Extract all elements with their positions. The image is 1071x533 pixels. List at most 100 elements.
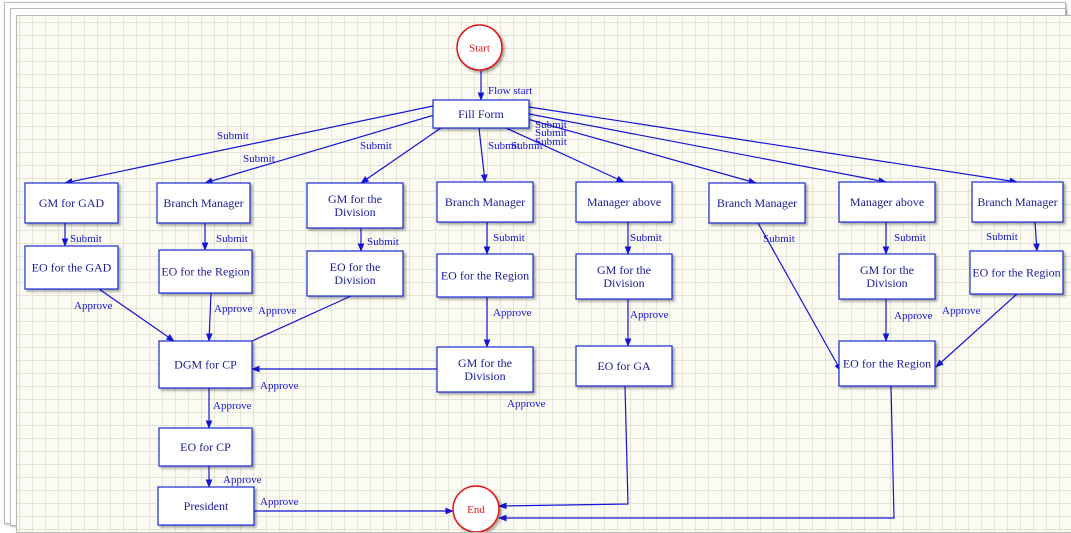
node-circle <box>452 485 500 532</box>
edge-label-submit: Submit <box>630 232 662 244</box>
node-box <box>575 181 673 223</box>
node-label: Fill Form <box>458 107 504 121</box>
node-box <box>971 181 1064 223</box>
node-start[interactable]: Start <box>456 24 503 71</box>
flow-connector[interactable] <box>478 127 488 183</box>
node-box <box>708 182 806 224</box>
edge-label-approve: Approve <box>74 300 113 312</box>
node-label: Manager above <box>850 195 924 209</box>
flow-connector[interactable] <box>935 293 1018 368</box>
node-eo-region-3[interactable]: EO for the Region <box>838 340 936 387</box>
node-label: EO for GA <box>597 359 651 373</box>
node-label: Branch Manager <box>445 195 525 209</box>
flow-connector[interactable] <box>204 112 442 185</box>
edge-label-submit: Submit <box>243 153 275 165</box>
node-label: EO for the GAD <box>32 261 112 275</box>
node-gm-gad[interactable]: GM for GAD <box>24 182 119 224</box>
edge-label-approve: Approve <box>493 307 532 319</box>
node-fill-form[interactable]: Fill Form <box>432 99 530 129</box>
node-end[interactable]: End <box>452 485 500 532</box>
node-box <box>158 427 253 467</box>
edge-label-approve: Approve <box>214 303 253 315</box>
node-eo-region-1[interactable]: EO for the Region <box>158 249 253 294</box>
node-box <box>24 245 119 290</box>
node-label: Branch Manager <box>717 196 797 210</box>
edge-label-submit: Submit <box>216 233 248 245</box>
node-branch-manager-2[interactable]: Branch Manager <box>436 181 534 223</box>
node-label: EO for CP <box>180 440 231 454</box>
node-label: EO for the Region <box>161 265 249 279</box>
node-eo-cp[interactable]: EO for CP <box>158 427 253 467</box>
flow-connector[interactable] <box>528 106 1018 185</box>
node-box <box>838 253 936 300</box>
node-label: EO for the Region <box>843 357 931 371</box>
node-box <box>575 253 673 300</box>
node-label: Division <box>464 369 505 383</box>
edge-label-approve: Approve <box>630 309 669 321</box>
node-box <box>432 99 530 129</box>
flow-connector[interactable] <box>526 118 757 185</box>
node-label: EO for the Region <box>441 269 529 283</box>
node-dgm-cp[interactable]: DGM for CP <box>158 340 253 389</box>
node-eo-ga[interactable]: EO for GA <box>575 345 673 387</box>
node-label: Manager above <box>587 195 661 209</box>
node-box <box>436 181 534 223</box>
node-branch-manager-1[interactable]: Branch Manager <box>156 182 251 224</box>
node-label: Start <box>469 43 490 55</box>
node-box <box>838 340 936 387</box>
flow-connector[interactable] <box>498 385 895 522</box>
edge-label-submit: Submit <box>70 233 102 245</box>
node-box <box>838 181 936 223</box>
node-branch-manager-4[interactable]: Branch Manager <box>971 181 1064 223</box>
edge-label-submit: Submit <box>894 232 926 244</box>
edge-label-submit: Submit <box>360 140 392 152</box>
node-label: Branch Manager <box>977 195 1057 209</box>
node-eo-gad[interactable]: EO for the GAD <box>24 245 119 290</box>
node-box <box>575 345 673 387</box>
node-manager-above-1[interactable]: Manager above <box>575 181 673 223</box>
node-box <box>24 182 119 224</box>
node-president[interactable]: President <box>157 486 255 526</box>
edge-label-submit: Submit <box>511 140 543 152</box>
node-branch-manager-3[interactable]: Branch Manager <box>708 182 806 224</box>
node-label: DGM for CP <box>174 358 237 372</box>
node-eo-region-2[interactable]: EO for the Region <box>436 253 534 298</box>
flow-connector[interactable] <box>757 222 842 372</box>
node-box <box>158 340 253 389</box>
flow-connector[interactable] <box>360 120 452 184</box>
node-manager-above-2[interactable]: Manager above <box>838 181 936 223</box>
node-label: President <box>184 499 229 513</box>
node-box <box>306 250 404 297</box>
flow-connector[interactable] <box>240 295 352 347</box>
node-label: Division <box>866 276 907 290</box>
flow-connector[interactable] <box>528 113 887 184</box>
node-label: EO for the <box>330 260 381 274</box>
edge-label-submit: Submit <box>493 232 525 244</box>
edge-label-submit: Submit <box>488 140 520 152</box>
node-box <box>306 182 404 229</box>
edge-label-approve: Approve <box>894 310 933 322</box>
flow-connector[interactable] <box>64 105 434 185</box>
flow-connector[interactable] <box>505 127 625 183</box>
node-box <box>157 486 255 526</box>
node-box <box>158 249 253 294</box>
edge-label-submit: Submit <box>535 119 567 131</box>
flow-connector[interactable] <box>98 288 175 342</box>
node-label: GM for the <box>328 192 382 206</box>
edge-label-submit: Submit <box>535 127 567 139</box>
flow-connector[interactable] <box>205 292 213 342</box>
edge-label-approve: Approve <box>260 496 299 508</box>
edge-label-approve: Approve <box>260 380 299 392</box>
node-label: GM for the <box>597 263 651 277</box>
node-eo-region-4[interactable]: EO for the Region <box>969 250 1064 295</box>
edge-label-approve: Approve <box>258 305 297 317</box>
flow-connector[interactable] <box>1033 221 1040 252</box>
flow-connector[interactable] <box>498 385 629 510</box>
